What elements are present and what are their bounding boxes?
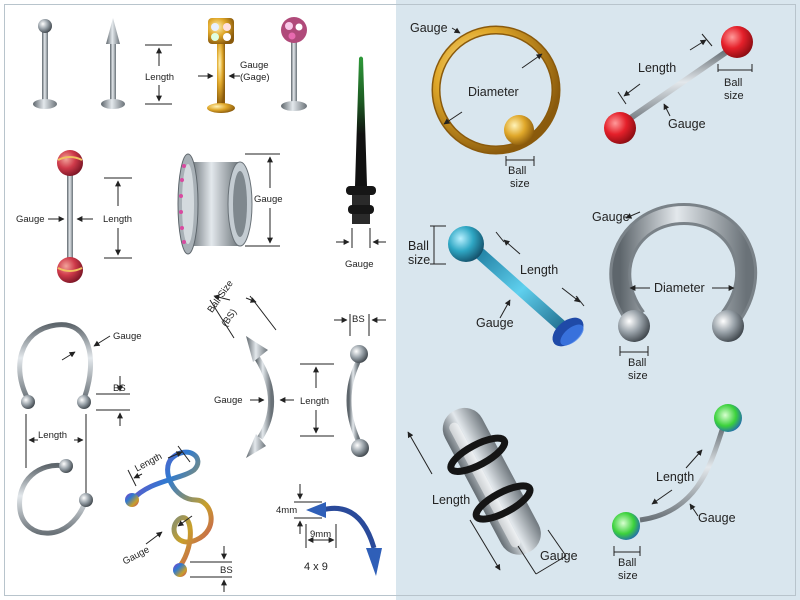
horseshoe-ring	[17, 322, 93, 409]
straight-barbell-ball-label: Ball	[724, 77, 742, 89]
taper-stretcher	[346, 56, 376, 224]
horseshoe-bs-dimension: BS	[96, 376, 130, 426]
labret-gauge-label: Gauge	[240, 60, 269, 71]
labret-teal	[448, 226, 584, 347]
plug-length-dimension: Length	[407, 431, 501, 571]
curved-barbell-bs-label: BS	[352, 314, 365, 325]
circular-barbell-steel	[609, 202, 758, 342]
bcr-size-label: size	[510, 178, 530, 190]
bcr-diameter-label: Diameter	[468, 85, 519, 99]
straight-barbell-length-label: Length	[638, 61, 676, 75]
uv-length-label: Length	[656, 470, 694, 484]
straight-barbell-gauge-dimension: Gauge	[663, 103, 706, 131]
labret-pink-jeweled	[281, 17, 307, 111]
bcr-diameter-dimension: Diameter	[443, 53, 543, 125]
teal-labret-gauge-label: Gauge	[476, 316, 514, 330]
taper-gauge-label: Gauge	[345, 259, 374, 270]
circular-barbell-diameter-dimension: Diameter	[629, 281, 735, 295]
straight-barbell-length-dimension: Length	[617, 33, 713, 105]
barbell-gauge-dimension: Gauge	[16, 214, 93, 225]
horseshoe-gauge-dimension: Gauge	[61, 331, 142, 361]
teal-labret-ball-size-dimension: Ball size	[408, 225, 446, 267]
labret-spike-top	[101, 18, 125, 109]
straight-barbell-gauge-label: Gauge	[668, 117, 706, 131]
uv-gauge-label: Gauge	[698, 511, 736, 525]
blue-banana-dimensions: 4mm 9mm 4 x 9	[276, 484, 337, 573]
straight-barbell-size-label: size	[724, 90, 744, 102]
blue-banana-4mm-label: 4mm	[276, 505, 297, 516]
barbell-length-dimension: Length	[103, 177, 132, 259]
bcr-ball-label: Ball	[508, 165, 526, 177]
bcr-gauge-label: Gauge	[410, 21, 448, 35]
uv-ball-size-dimension: Ball size	[613, 546, 641, 582]
labret-length-label: Length	[145, 72, 174, 83]
circular-barbell-diameter-label: Diameter	[654, 281, 705, 295]
labret-gold-jeweled	[198, 18, 240, 113]
tunnel-gauge-dimension: Gauge	[245, 153, 283, 247]
teal-labret-size-label: size	[408, 253, 430, 267]
circular-barbell-gauge-label: Gauge	[592, 210, 630, 224]
circular-barbell-gauge-dimension: Gauge	[592, 210, 641, 224]
bcr-gauge-dimension: Gauge	[410, 21, 461, 35]
captive-bead-ring-gold	[431, 25, 561, 155]
curved-barbell-uv	[612, 404, 742, 540]
curl-ring	[17, 459, 93, 536]
horseshoe-bs-label: BS	[113, 383, 126, 394]
spiked-banana-gauge-dimension: Gauge	[214, 395, 294, 406]
curved-barbell-bs-dimension: BS	[334, 314, 386, 336]
horseshoe-gauge-label: Gauge	[113, 331, 142, 342]
barbell-length-label: Length	[103, 214, 132, 225]
blue-banana-9mm-label: 9mm	[310, 529, 331, 540]
spiked-banana	[246, 336, 274, 458]
plug-gauge-label: Gauge	[540, 549, 578, 563]
straight-barbell-red	[604, 26, 753, 144]
spiral-gauge-label: Gauge	[121, 544, 151, 567]
labret-length-dimension: Length	[145, 44, 174, 105]
barbell-gauge-label: Gauge	[16, 214, 45, 225]
tunnel-eyelet	[177, 153, 253, 255]
plug-gauge-dimension: Gauge	[517, 529, 578, 575]
spiked-banana-gauge-label: Gauge	[214, 395, 243, 406]
plug-glass	[442, 407, 541, 555]
uv-size-label: size	[618, 570, 638, 582]
spiral-length-label: Length	[133, 451, 164, 474]
plug-length-label: Length	[432, 493, 470, 507]
uv-ball-label: Ball	[618, 557, 636, 569]
curved-barbell-length-label: Length	[300, 396, 329, 407]
blue-banana-size-caption: 4 x 9	[304, 561, 328, 573]
uv-length-dimension: Length	[651, 449, 703, 505]
teal-labret-ball-label: Ball	[408, 239, 429, 253]
spiral-bs-dimension: BS	[190, 546, 233, 592]
blue-spiked-banana	[306, 502, 382, 576]
bcr-ball-size-dimension: Ball size	[505, 156, 535, 190]
labret-gage-label: (Gage)	[240, 72, 270, 83]
spiral-twister	[125, 449, 214, 577]
barbell-red-balls	[57, 150, 83, 283]
tunnel-gauge-label: Gauge	[254, 194, 283, 205]
teal-labret-length-label: Length	[520, 263, 558, 277]
spiral-bs-label: BS	[220, 565, 233, 576]
curved-barbell-length-dimension: Length	[300, 363, 334, 437]
teal-labret-length-dimension: Length	[495, 231, 585, 307]
circular-barbell-ball-label: Ball	[628, 357, 646, 369]
curved-barbell	[346, 345, 369, 457]
circular-barbell-size-label: size	[628, 370, 648, 382]
horseshoe-length-label: Length	[38, 430, 67, 441]
horseshoe-length-dimension: Length	[25, 414, 87, 500]
labret-ball-top	[33, 19, 57, 109]
uv-gauge-dimension: Gauge	[689, 503, 736, 525]
taper-gauge-dimension: Gauge	[336, 228, 386, 270]
straight-barbell-ball-size-dimension: Ball size	[717, 64, 753, 102]
circular-barbell-ball-size-dimension: Ball size	[619, 346, 649, 382]
teal-labret-gauge-dimension: Gauge	[476, 299, 514, 330]
spiked-banana-ball-size-dimension: Ball Size (BS)	[205, 278, 277, 339]
